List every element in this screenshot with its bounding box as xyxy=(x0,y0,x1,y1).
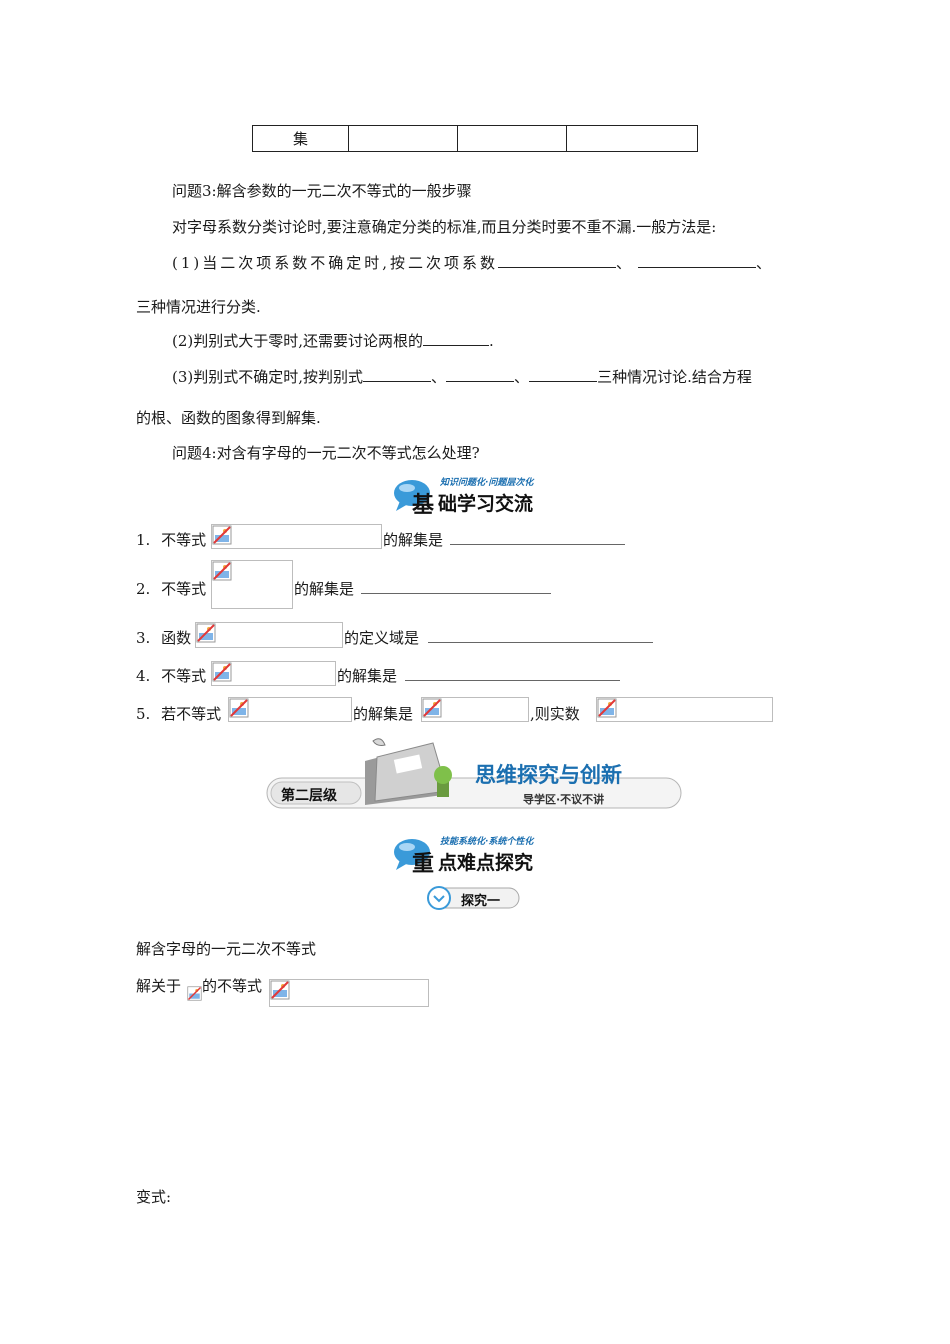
answer-blank[interactable] xyxy=(450,529,625,545)
exercise-number: 3. xyxy=(136,629,151,647)
level2-subtitle: 导学区·不议不讲 xyxy=(523,793,605,806)
exercise-text: 的定义域是 xyxy=(344,629,420,647)
broken-image-icon xyxy=(597,698,617,718)
exercise-number: 5. xyxy=(136,705,151,723)
table-row: 集 xyxy=(252,125,698,152)
q4-title: 问题4:对含有字母的一元二次不等式怎么处理? xyxy=(172,444,480,462)
formula-image xyxy=(211,560,293,609)
level2-graphic xyxy=(266,738,682,809)
level2-title: 思维探究与创新 xyxy=(475,763,622,787)
period: . xyxy=(489,332,494,350)
step3-text: (3)判别式不确定时,按判别式 xyxy=(172,368,364,386)
formula-image xyxy=(211,661,336,686)
separator: 、 xyxy=(514,368,530,386)
formula-image xyxy=(211,524,382,549)
problem-text: 解关于 xyxy=(136,977,182,995)
exercise-text: 的解集是 xyxy=(294,580,355,598)
broken-image-icon xyxy=(422,698,442,718)
exercise-1: 1. 不等式 xyxy=(136,529,206,550)
table-cell xyxy=(566,125,698,152)
q3-title: 问题3:解含参数的一元二次不等式的一般步骤 xyxy=(172,182,472,200)
exercise-4: 4. 不等式 xyxy=(136,665,206,686)
formula-image xyxy=(228,697,352,722)
answer-blank[interactable] xyxy=(446,367,515,382)
exercise-text: 的解集是 xyxy=(337,667,398,685)
table-cell xyxy=(348,125,458,152)
broken-image-icon xyxy=(270,980,290,1000)
banner-title-first: 基 xyxy=(412,493,435,518)
banner-title: 础学习交流 xyxy=(438,493,534,515)
exercise-text: 函数 xyxy=(161,629,192,647)
step2-line: (2)判别式大于零时,还需要讨论两根的. xyxy=(172,330,494,351)
topic-title: 解含字母的一元二次不等式 xyxy=(136,940,317,958)
classification-table: 集 xyxy=(252,125,698,152)
banner-subtitle: 知识问题化·问题层次化 xyxy=(440,478,534,488)
exercise-number: 4. xyxy=(136,667,151,685)
exercise-text: 不等式 xyxy=(161,531,207,549)
answer-blank[interactable] xyxy=(361,578,551,594)
answer-blank[interactable] xyxy=(638,253,757,268)
exercise-text: 的解集是 xyxy=(383,531,444,549)
banner-title-first: 重 xyxy=(412,852,435,877)
explore-tag: 探究一 xyxy=(425,884,523,912)
table-cell-label: 集 xyxy=(252,125,349,152)
step3-text-2: 三种情况讨论.结合方程 xyxy=(597,368,752,386)
broken-image-icon xyxy=(212,662,232,682)
section-banner-key: 技能系统化·系统个性化 重 点难点探究 xyxy=(392,832,567,877)
problem-text-2: 的不等式 xyxy=(202,977,263,995)
answer-blank[interactable] xyxy=(405,665,620,681)
exercise-number: 1. xyxy=(136,531,151,549)
step3-cont: 的根、函数的图象得到解集. xyxy=(136,409,321,427)
separator: 、 xyxy=(616,254,635,272)
answer-blank[interactable] xyxy=(428,627,653,643)
level-tag: 第二层级 xyxy=(281,788,337,804)
formula-image xyxy=(195,622,343,648)
broken-image-icon xyxy=(196,623,216,643)
variant-label: 变式: xyxy=(136,1188,172,1206)
exercise-text: ,则实数 xyxy=(530,705,580,723)
broken-image-icon xyxy=(212,525,232,545)
explore-label: 探究一 xyxy=(461,894,501,909)
exercise-number: 2. xyxy=(136,580,151,598)
exercise-3: 3. 函数 xyxy=(136,627,191,648)
exercise-text: 若不等式 xyxy=(161,705,222,723)
formula-image xyxy=(421,697,529,722)
banner-title: 点难点探究 xyxy=(438,852,534,874)
broken-image-icon xyxy=(229,698,249,718)
banner-subtitle: 技能系统化·系统个性化 xyxy=(440,837,534,847)
answer-blank[interactable] xyxy=(529,367,598,382)
answer-blank[interactable] xyxy=(498,253,617,268)
step3-line: (3)判别式不确定时,按判别式 、 、 三种情况讨论.结合方程 xyxy=(172,366,752,387)
separator: 、 xyxy=(431,368,447,386)
q3-intro: 对字母系数分类讨论时,要注意确定分类的标准,而且分类时要不重不漏.一般方法是: xyxy=(172,218,717,236)
variable-image xyxy=(187,985,202,1002)
step1-text: (1)当二次项系数不确定时,按二次项系数 xyxy=(172,254,499,272)
formula-image xyxy=(596,697,773,722)
speech-bubble-icon xyxy=(394,480,430,511)
speech-bubble-icon xyxy=(394,839,430,870)
broken-image-icon xyxy=(187,986,202,1001)
explore-tag-shape xyxy=(427,886,520,910)
formula-image xyxy=(269,979,429,1007)
answer-blank[interactable] xyxy=(423,331,490,346)
exercise-text: 的解集是 xyxy=(353,705,414,723)
broken-image-icon xyxy=(212,561,232,581)
exercise-text: 不等式 xyxy=(161,667,207,685)
separator: 、 xyxy=(756,254,775,272)
table-cell xyxy=(457,125,567,152)
step1-line: (1)当二次项系数不确定时,按二次项系数 、 、 xyxy=(172,252,774,273)
exercise-5: 5. 若不等式 xyxy=(136,703,221,724)
answer-blank[interactable] xyxy=(363,367,432,382)
exercise-text: 不等式 xyxy=(161,580,207,598)
exercise-2: 2. 不等式 xyxy=(136,578,206,599)
step2-text: (2)判别式大于零时,还需要讨论两根的 xyxy=(172,332,424,350)
step1-cont: 三种情况进行分类. xyxy=(136,298,261,316)
section-banner-basic: 知识问题化·问题层次化 基 础学习交流 xyxy=(392,473,562,518)
level2-banner: 第二层级 思维探究与创新 导学区·不议不讲 xyxy=(265,735,685,815)
